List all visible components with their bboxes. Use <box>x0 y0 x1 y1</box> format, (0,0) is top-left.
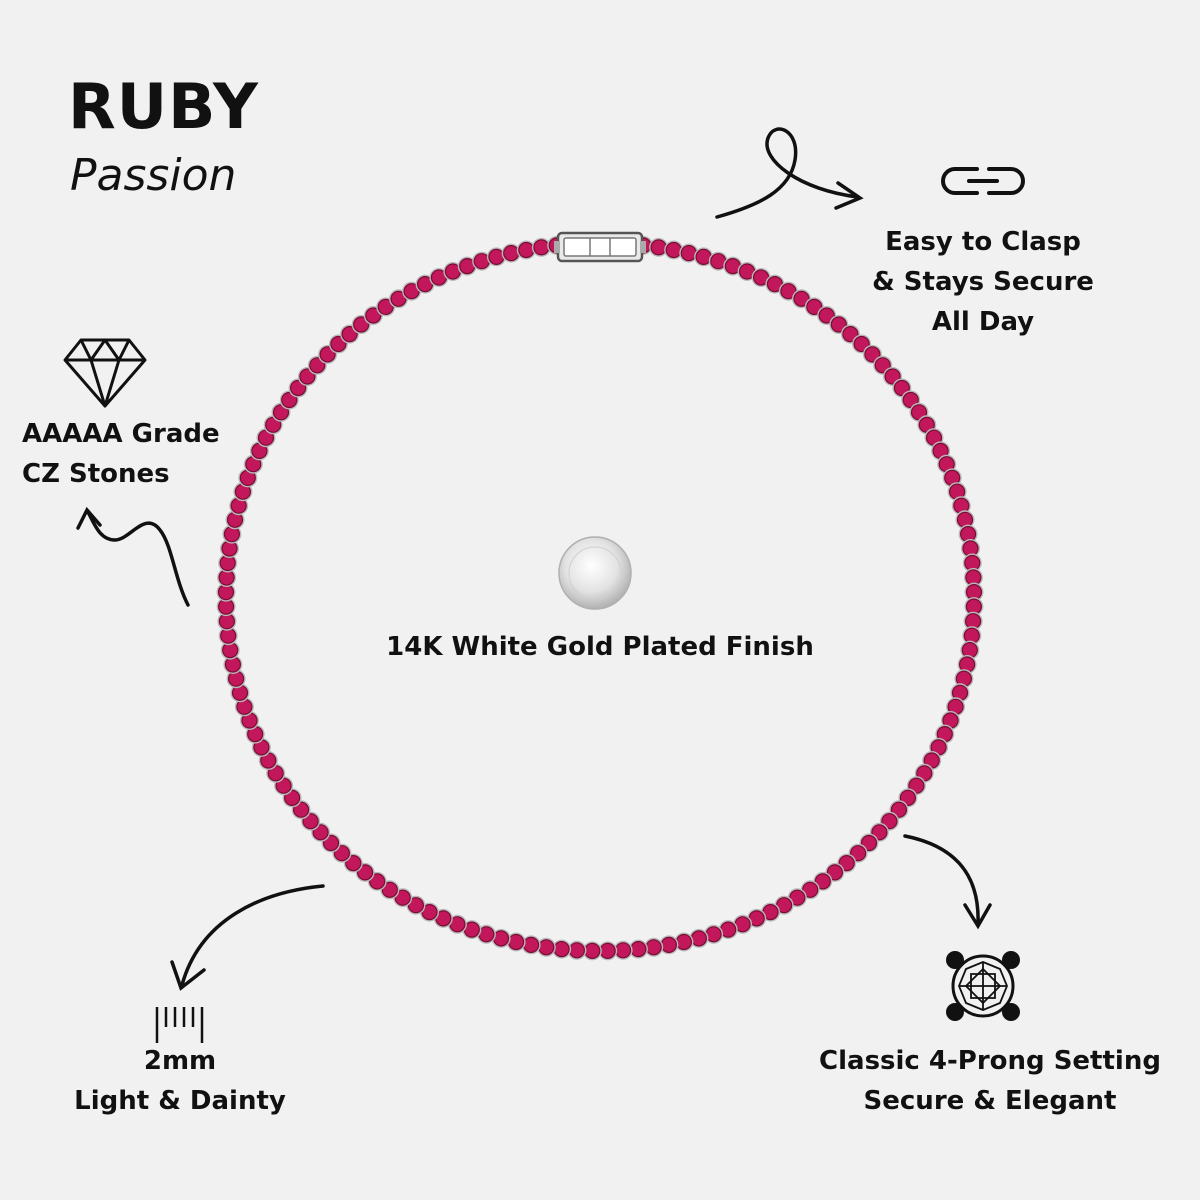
ruby-stone <box>281 391 298 409</box>
chain-link-icon <box>941 167 1025 195</box>
ruby-stone <box>394 889 411 906</box>
ruby-stone <box>874 357 891 374</box>
clasp <box>554 231 646 263</box>
ruby-stone <box>814 873 831 890</box>
feature-finish-line-1: 14K White Gold Plated Finish <box>386 632 814 662</box>
four-prong-setting-icon <box>946 951 1020 1021</box>
feature-clasp-line-2: & Stays Secure <box>872 267 1094 297</box>
ruby-stone <box>333 845 350 862</box>
ruby-stone <box>322 834 340 852</box>
ruby-stone <box>365 307 382 324</box>
feature-clasp: Easy to Clasp & Stays Secure All Day <box>863 222 1103 342</box>
feature-setting: Classic 4-Prong Setting Secure & Elegant <box>810 1041 1170 1121</box>
ruby-stone <box>381 881 398 898</box>
ruby-stone <box>842 326 859 343</box>
ruby-stone <box>838 854 855 872</box>
ruby-stone <box>284 789 301 807</box>
ruby-stone <box>377 298 394 315</box>
ruby-stone <box>884 368 901 385</box>
ruby-stone <box>899 789 917 807</box>
ruby-stone <box>353 316 370 333</box>
silver-disc-icon <box>558 536 632 610</box>
feature-stones: AAAAA Grade CZ Stones <box>22 414 222 494</box>
feature-setting-line-2: Secure & Elegant <box>863 1086 1117 1116</box>
ruby-stone <box>319 346 336 363</box>
ruby-stone <box>871 824 888 841</box>
feature-clasp-line-1: Easy to Clasp <box>885 227 1081 257</box>
page-title: RUBY <box>68 70 259 143</box>
ruby-stone <box>830 316 847 333</box>
ruby-stone <box>902 391 919 409</box>
ruby-stone <box>893 379 911 397</box>
ruby-stone <box>290 379 307 397</box>
ruby-stone <box>345 854 362 872</box>
ruler-icon <box>155 1007 204 1043</box>
feature-width: 2mm Light & Dainty <box>60 1041 300 1121</box>
ruby-stone <box>802 881 819 898</box>
ruby-stone <box>299 368 316 385</box>
feature-width-line-2: Light & Dainty <box>74 1086 286 1116</box>
diamond-icon <box>63 338 147 408</box>
ruby-stone <box>369 873 386 890</box>
ruby-stone <box>272 404 290 421</box>
curved-arrow-down-left-icon <box>170 884 325 991</box>
loop-arrow-icon <box>715 127 864 219</box>
feature-stones-line-2: CZ Stones <box>22 459 170 489</box>
ruby-stone <box>341 326 358 343</box>
ruby-stone <box>806 298 823 315</box>
ruby-stone <box>908 777 925 794</box>
ruby-stone <box>864 346 881 363</box>
feature-clasp-line-3: All Day <box>931 307 1035 337</box>
squiggle-arrow-icon <box>76 506 190 607</box>
page-subtitle: Passion <box>70 150 237 201</box>
ruby-stone <box>881 813 898 830</box>
ruby-stone <box>860 834 878 852</box>
ruby-stone <box>312 824 329 841</box>
ruby-stone <box>330 335 347 353</box>
ruby-stone <box>309 357 326 374</box>
feature-stones-line-1: AAAAA Grade <box>22 419 220 449</box>
feature-width-line-1: 2mm <box>143 1046 217 1076</box>
feature-setting-line-1: Classic 4-Prong Setting <box>819 1046 1161 1076</box>
ruby-stone <box>293 801 310 818</box>
ruby-stone <box>818 307 835 324</box>
ruby-stone <box>357 864 374 881</box>
ruby-stone <box>826 864 844 881</box>
feature-finish: 14K White Gold Plated Finish <box>380 627 820 667</box>
necklace-stones <box>216 234 984 961</box>
ruby-stone <box>849 845 867 862</box>
curved-arrow-down-right-icon <box>903 834 992 930</box>
ruby-stone <box>793 290 810 307</box>
ruby-stone <box>853 335 870 353</box>
ruby-stone <box>302 813 319 830</box>
ruby-stone <box>890 801 908 818</box>
